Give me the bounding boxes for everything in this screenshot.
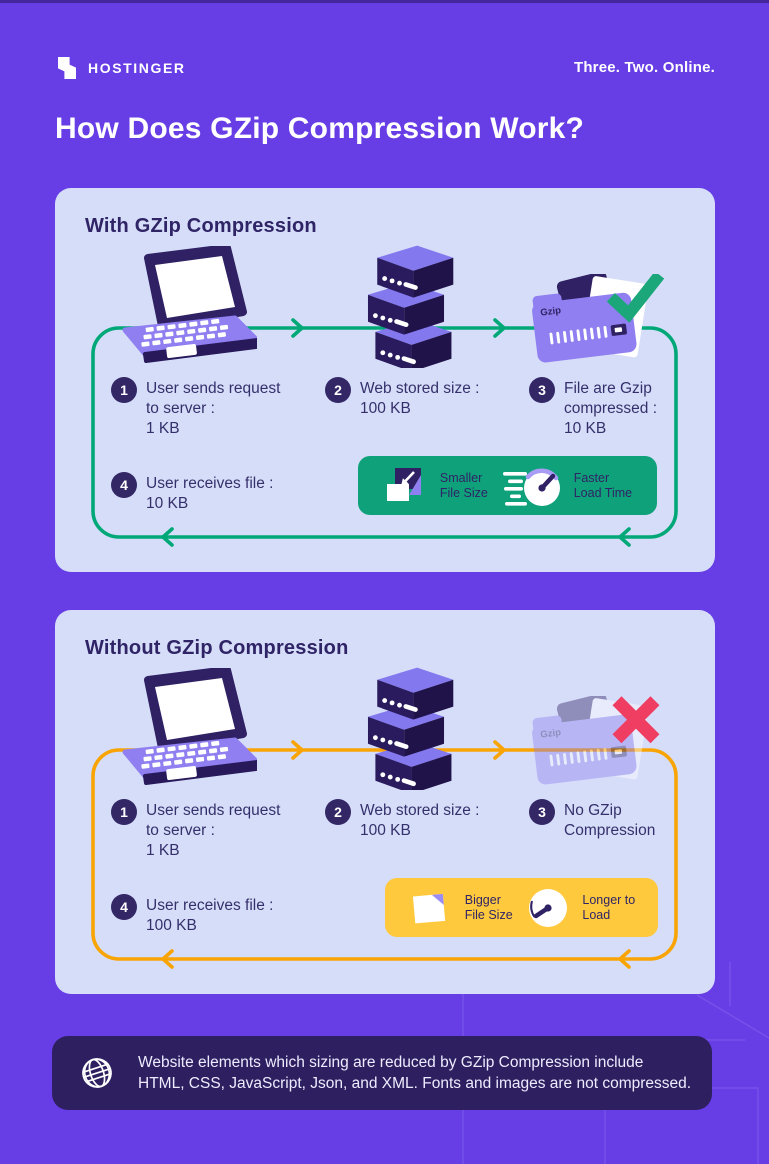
page-title: How Does GZip Compression Work?: [55, 112, 585, 145]
server-stack-illustration: [367, 667, 454, 790]
step-number: 3: [529, 799, 555, 825]
step-text: User receives file :10 KB: [146, 475, 274, 512]
step-2: 2 Web stored size :100 KB: [325, 377, 479, 419]
big-file-icon: [412, 893, 445, 923]
gzip-label: Gzip: [540, 305, 562, 318]
card-title: Without GZip Compression: [85, 637, 349, 659]
gzip-file-body: Gzip: [532, 696, 649, 785]
server-stack-illustration: [367, 245, 454, 368]
step-number: 4: [111, 894, 137, 920]
step-number: 3: [529, 377, 555, 403]
arrow-left-icon: [618, 527, 631, 547]
check-icon: [606, 274, 665, 323]
hostinger-wordmark: HOSTINGER: [88, 60, 186, 76]
arrow-left-icon: [161, 949, 174, 969]
step-number: 4: [111, 472, 137, 498]
step-2: 2 Web stored size :100 KB: [325, 799, 479, 841]
brand-tagline: Three. Two. Online.: [573, 59, 715, 76]
gzip-label: Gzip: [540, 727, 562, 740]
arrow-left-icon: [161, 527, 174, 547]
footer-note-text: Website elements which sizing are reduce…: [138, 1053, 692, 1093]
card-with-gzip: With GZip Compression: [55, 188, 715, 572]
globe-icon: [82, 1058, 112, 1088]
request-response-route-green: [91, 318, 678, 547]
speedometer-slow-icon: [529, 888, 568, 927]
step-number: 1: [111, 799, 137, 825]
hostinger-logo-icon: [58, 57, 76, 79]
top-edge-strip: [0, 0, 769, 3]
card-without-gzip: Without GZip Compression: [55, 610, 715, 994]
request-response-route-orange: [91, 740, 678, 969]
laptop-illustration: [122, 668, 257, 785]
gzip-file-illustration: Gzip: [532, 274, 665, 363]
step-text: User receives file :100 KB: [146, 897, 274, 934]
step-number: 2: [325, 799, 351, 825]
step-4: 4 User receives file :10 KB: [111, 472, 273, 514]
arrow-right-icon: [493, 740, 506, 760]
cross-icon: [612, 696, 660, 744]
arrow-right-icon: [291, 318, 304, 338]
gzip-file-illustration-faded: Gzip: [532, 696, 660, 785]
step-number: 1: [111, 377, 137, 403]
card-title: With GZip Compression: [85, 215, 317, 237]
speedometer-fast-icon: [502, 468, 560, 506]
gzip-file-body: Gzip: [532, 274, 649, 363]
hostinger-logo: HOSTINGER: [55, 56, 186, 80]
arrow-right-icon: [493, 318, 506, 338]
arrow-right-icon: [291, 740, 304, 760]
arrow-left-icon: [618, 949, 631, 969]
step-number: 2: [325, 377, 351, 403]
step-4: 4 User receives file :100 KB: [111, 894, 273, 936]
footer-note-banner: Website elements which sizing are reduce…: [52, 1036, 712, 1110]
step-text: Web stored size :100 KB: [360, 802, 480, 839]
step-text: Web stored size :100 KB: [360, 380, 480, 417]
laptop-illustration: [122, 246, 257, 363]
shrink-file-icon: [386, 467, 421, 501]
